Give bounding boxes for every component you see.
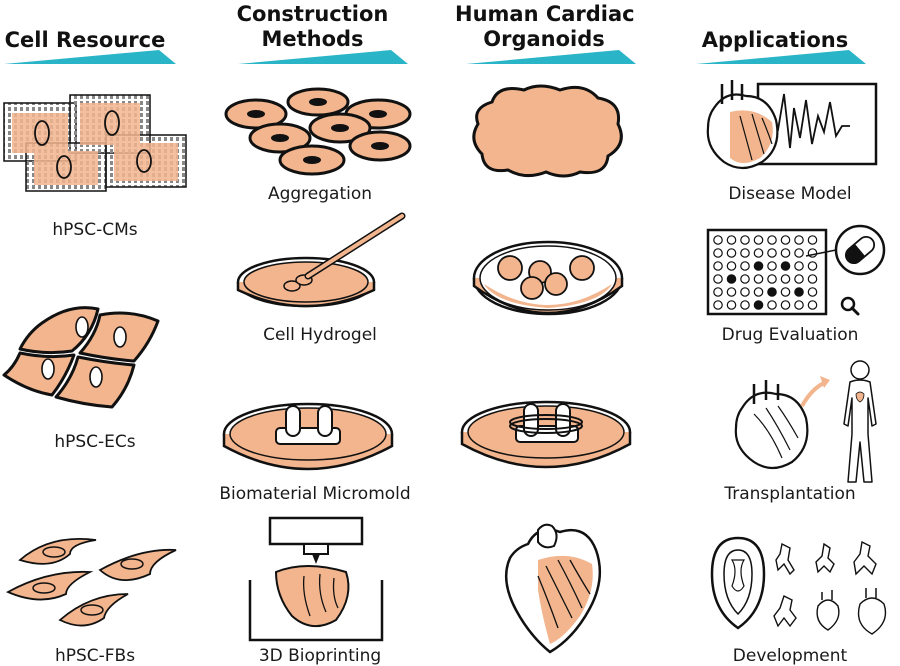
label-3d-bioprinting: 3D Bioprinting bbox=[258, 646, 382, 666]
well bbox=[767, 261, 777, 271]
embryo-development-icon bbox=[710, 536, 887, 635]
well bbox=[713, 235, 723, 245]
well bbox=[780, 274, 791, 284]
well bbox=[740, 274, 750, 284]
well bbox=[767, 287, 777, 297]
header-line: Human Cardiac bbox=[455, 2, 635, 26]
well bbox=[794, 248, 804, 258]
endothelial-cells-icon bbox=[2, 306, 160, 409]
fibroblasts-icon bbox=[5, 537, 177, 627]
well bbox=[767, 274, 777, 284]
header-line: Applications bbox=[701, 28, 849, 52]
well bbox=[713, 261, 723, 271]
well bbox=[740, 287, 750, 297]
header-underline-cell-resource bbox=[4, 50, 176, 64]
well bbox=[794, 287, 804, 297]
micromold-dish-icon bbox=[222, 402, 394, 471]
well bbox=[740, 300, 750, 310]
heart-ecg-icon bbox=[706, 80, 878, 170]
well bbox=[794, 274, 804, 284]
well bbox=[713, 274, 723, 284]
well bbox=[753, 248, 764, 258]
well bbox=[794, 300, 804, 310]
well bbox=[713, 300, 723, 310]
well bbox=[753, 287, 764, 297]
header-cell-resource: Cell Resource bbox=[0, 28, 170, 53]
hydrogel-dish-icon bbox=[236, 212, 406, 308]
well bbox=[780, 235, 791, 245]
label-disease-model: Disease Model bbox=[728, 184, 852, 204]
header-human-cardiac-organoids: Human Cardiac Organoids bbox=[455, 2, 635, 52]
well bbox=[807, 235, 818, 245]
well bbox=[780, 261, 791, 271]
well bbox=[780, 287, 791, 297]
well bbox=[807, 261, 818, 271]
well bbox=[767, 235, 777, 245]
well bbox=[753, 300, 764, 310]
label-drug-evaluation: Drug Evaluation bbox=[721, 325, 859, 345]
well bbox=[807, 287, 818, 297]
well bbox=[726, 248, 737, 258]
label-cell-hydrogel: Cell Hydrogel bbox=[263, 325, 377, 345]
header-line: Construction bbox=[236, 2, 389, 26]
heart-to-body-icon bbox=[734, 360, 877, 483]
well bbox=[726, 300, 737, 310]
well bbox=[726, 287, 737, 297]
cell-aggregate-icon bbox=[224, 87, 412, 176]
header-construction-methods: Construction Methods bbox=[230, 2, 395, 52]
well bbox=[794, 261, 804, 271]
heart-organoid-icon bbox=[504, 523, 602, 654]
well bbox=[713, 287, 723, 297]
organoid-ring-dish-icon bbox=[460, 400, 632, 469]
well bbox=[726, 235, 737, 245]
well bbox=[767, 248, 777, 258]
label-transplantation: Transplantation bbox=[724, 484, 856, 504]
label-development: Development bbox=[732, 646, 848, 666]
well bbox=[753, 235, 764, 245]
well bbox=[753, 274, 764, 284]
label-biomaterial-micromold: Biomaterial Micromold bbox=[219, 484, 411, 504]
well bbox=[807, 274, 818, 284]
well bbox=[767, 300, 777, 310]
well bbox=[753, 261, 764, 271]
label-hpsc-fbs: hPSC-FBs bbox=[54, 646, 136, 666]
label-hpsc-cms: hPSC-CMs bbox=[52, 220, 138, 240]
label-hpsc-ecs: hPSC-ECs bbox=[54, 432, 136, 452]
header-underline-construction-methods bbox=[238, 50, 408, 64]
well bbox=[794, 235, 804, 245]
cardiomyocyte-sheet-icon bbox=[3, 94, 187, 192]
organoid-spheres-dish-icon bbox=[472, 240, 624, 316]
well bbox=[740, 235, 750, 245]
well bbox=[740, 261, 750, 271]
header-underline-applications bbox=[696, 50, 866, 64]
well bbox=[780, 300, 791, 310]
well bbox=[807, 300, 818, 310]
bioprinter-icon bbox=[248, 516, 384, 642]
well-plate-capsule-icon bbox=[706, 224, 886, 316]
header-line: Organoids bbox=[483, 27, 605, 51]
label-aggregation: Aggregation bbox=[267, 184, 373, 204]
header-line: Cell Resource bbox=[4, 28, 166, 52]
header-applications: Applications bbox=[690, 28, 860, 53]
organoid-blob-icon bbox=[472, 84, 623, 178]
well bbox=[726, 261, 737, 271]
well bbox=[726, 274, 737, 284]
header-underline-human-cardiac-organoids bbox=[466, 50, 636, 64]
well bbox=[780, 248, 791, 258]
header-line: Methods bbox=[261, 27, 364, 51]
well bbox=[740, 248, 750, 258]
well bbox=[713, 248, 723, 258]
